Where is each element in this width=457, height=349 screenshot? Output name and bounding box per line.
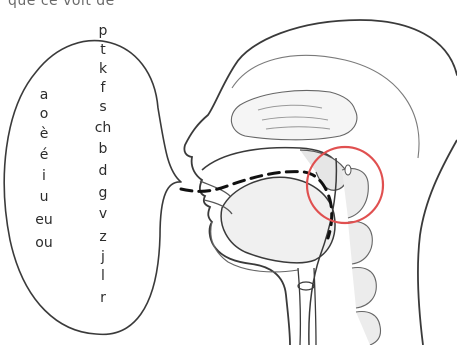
tongue <box>221 177 335 263</box>
consonant-item: l <box>101 269 105 283</box>
consonant-item: t <box>100 43 106 57</box>
vowel-item: o <box>40 107 49 121</box>
consonant-item: k <box>99 62 107 76</box>
vowel-item: è <box>40 127 49 141</box>
consonant-item: r <box>100 291 106 305</box>
consonant-item: j <box>101 250 105 264</box>
consonant-item: g <box>99 186 108 200</box>
neck-back-outline <box>418 140 457 345</box>
vowel-item: i <box>42 169 46 183</box>
consonant-item: f <box>101 81 106 95</box>
nasal-cavity <box>231 91 357 140</box>
vowel-item: eu <box>35 213 53 227</box>
vowel-item: a <box>40 88 49 102</box>
header-text: que ce voit de <box>8 0 115 9</box>
consonant-item: d <box>99 164 108 178</box>
speech-bubble <box>4 41 181 335</box>
spine-vertebrae <box>342 165 381 345</box>
consonant-item: s <box>99 100 106 114</box>
consonant-item: ch <box>95 121 112 135</box>
consonant-item: p <box>99 24 108 38</box>
consonant-item: b <box>99 142 108 156</box>
upper-teeth <box>200 181 230 196</box>
vowel-item: u <box>40 190 49 204</box>
vowel-item: é <box>40 148 49 162</box>
vowel-item: ou <box>35 236 52 250</box>
consonant-item: z <box>99 230 106 244</box>
consonant-item: v <box>99 207 107 221</box>
